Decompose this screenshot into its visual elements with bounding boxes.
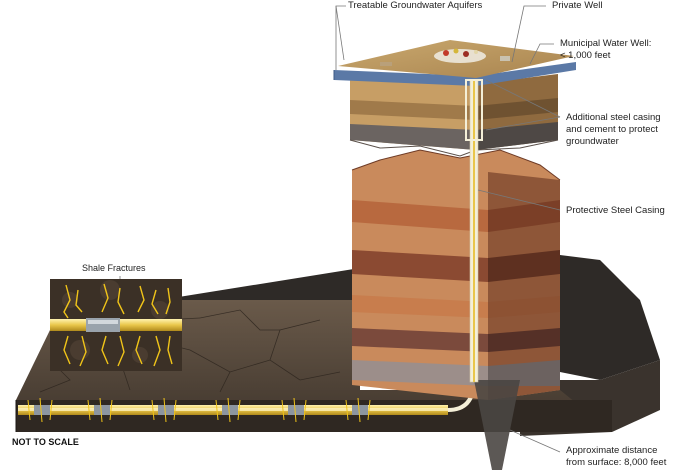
label-not-to-scale: NOT TO SCALE bbox=[12, 437, 79, 447]
label-municipal-well-2: < 1,000 feet bbox=[560, 50, 611, 61]
label-aquifers: Treatable Groundwater Aquifers bbox=[348, 0, 483, 11]
label-additional-casing-1: Additional steel casing bbox=[566, 112, 661, 123]
vertical-casing bbox=[465, 79, 483, 383]
upper-block bbox=[333, 40, 576, 157]
label-additional-casing-3: groundwater bbox=[566, 136, 619, 147]
label-municipal-well-1: Municipal Water Well: bbox=[560, 38, 652, 49]
lateral-well bbox=[18, 379, 476, 423]
shale-fractures-inset bbox=[50, 279, 182, 371]
label-distance-2: from surface: 8,000 feet bbox=[566, 457, 667, 468]
label-additional-casing-2: and cement to protect bbox=[566, 124, 658, 135]
surface-scene bbox=[380, 48, 510, 66]
label-distance-1: Approximate distance bbox=[566, 445, 658, 456]
rock-column-lower bbox=[351, 149, 561, 470]
label-shale-fractures: Shale Fractures bbox=[82, 263, 146, 273]
label-private-well: Private Well bbox=[552, 0, 603, 11]
leader-lines bbox=[119, 5, 561, 453]
label-protective-casing: Protective Steel Casing bbox=[566, 205, 665, 216]
